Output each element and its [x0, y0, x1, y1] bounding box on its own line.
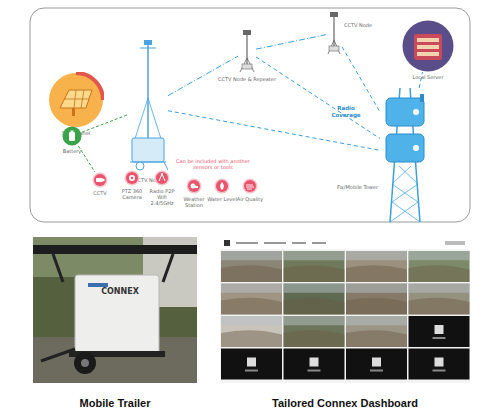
node-art [33, 237, 197, 383]
dashed-connector [256, 57, 380, 139]
solar-panel: Solar panel [48, 72, 104, 128]
note-text: Can be included with another sensors or … [176, 158, 250, 170]
caption-text: Tailored Connex Dashboard [220, 397, 470, 410]
node-label: Local Server [403, 74, 453, 80]
sensor-icon: PTZ 360 Camera [124, 170, 140, 186]
caption-text: Mobile Trailer [33, 397, 197, 410]
node-label: CCTV [85, 190, 115, 196]
node-label: Water Level [207, 196, 237, 202]
node-label: Fix/Mobile Tower [334, 184, 378, 190]
node-label: Weather Station [179, 196, 209, 208]
sensor-icon: Air Quality [242, 178, 258, 194]
repeater-node: CCTV Node & Repeater [238, 28, 256, 74]
node-label: PTZ 360 Camera [117, 188, 147, 200]
dashed-connector [342, 47, 380, 112]
node-art [402, 20, 454, 72]
photo-panel: Mobile Trailer [33, 237, 197, 383]
node-art [220, 237, 470, 383]
node-label: Radio P2P Wifi 2.4/5GHz [145, 188, 179, 206]
local-server: Local Server [402, 20, 454, 72]
node-art [326, 10, 342, 56]
sensor-icon: CCTV [92, 172, 108, 188]
node-art [154, 170, 170, 186]
node-art [380, 88, 430, 222]
node-art [92, 172, 108, 188]
sensor-icon: Weather Station [186, 178, 202, 194]
node-art [48, 72, 104, 128]
brand-text: CONNEX [90, 287, 150, 296]
dashboard-panel: Tailored Connex Dashboard [220, 237, 470, 383]
cctv-node: CCTV Node [128, 38, 168, 176]
node-art [186, 178, 202, 194]
node-art [62, 126, 82, 146]
node-art [242, 178, 258, 194]
node-art [214, 178, 230, 194]
sensor-icon: Water Level [214, 178, 230, 194]
node-art [128, 38, 168, 176]
node-art [238, 28, 256, 74]
cctv-node: CCTV Node [326, 10, 342, 56]
sensor-icon: Radio P2P Wifi 2.4/5GHz [154, 170, 170, 186]
node-art [124, 170, 140, 186]
node-label: Air Quality [235, 196, 265, 202]
node-label: CCTV Node & Repeater [217, 76, 277, 82]
node-label: Battery [57, 148, 87, 154]
node-label: CCTV Node [344, 22, 378, 28]
panel-frame [30, 8, 470, 222]
radio-tower: Fix/Mobile Tower [380, 88, 430, 222]
edge-label: Radio Coverage [331, 105, 361, 119]
battery: Battery [62, 126, 82, 146]
dashed-connector [168, 56, 238, 96]
dashed-connector [256, 35, 326, 49]
